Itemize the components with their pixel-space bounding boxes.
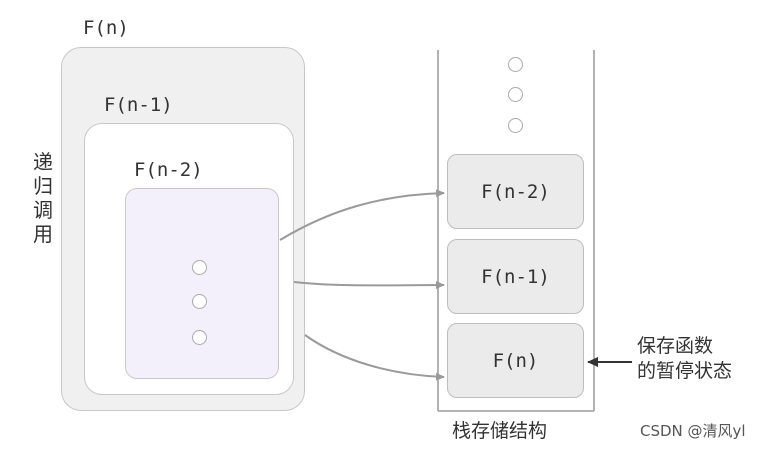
stack-frame-label: F(n-1) — [481, 265, 550, 288]
stack-frame-label: F(n) — [492, 349, 539, 372]
ellipsis-dot — [192, 294, 207, 309]
arrow-to-stack-bottom — [304, 334, 445, 381]
ellipsis-dot — [192, 330, 207, 345]
watermark: CSDN @清风yl — [640, 422, 746, 440]
frame-n-title: F(n) — [83, 17, 129, 39]
frame-n-2-box — [125, 188, 279, 379]
stack-frame-n-2: F(n-2) — [447, 154, 584, 229]
stack-ellipsis-dot — [508, 118, 523, 133]
frame-n-1-title: F(n-1) — [104, 94, 173, 116]
recursion-char: 归 — [33, 174, 53, 198]
recursion-char: 用 — [33, 222, 53, 246]
recursion-call-label: 递 归 调 用 — [31, 150, 55, 246]
ellipsis-dot — [192, 260, 207, 275]
stack-frame-n-1: F(n-1) — [447, 239, 584, 314]
arrow-to-stack-middle — [293, 281, 445, 290]
recursion-char: 递 — [33, 150, 53, 174]
stack-frame-n: F(n) — [447, 323, 584, 398]
recursion-char: 调 — [33, 198, 53, 222]
stack-ellipsis-dot — [508, 87, 523, 102]
stack-caption: 栈存储结构 — [452, 420, 548, 442]
annotation-line-2: 的暂停状态 — [637, 360, 733, 382]
frame-n-2-title: F(n-2) — [134, 159, 203, 181]
stack-frame-label: F(n-2) — [481, 180, 550, 203]
stack-ellipsis-dot — [508, 57, 523, 72]
arrow-to-stack-top — [279, 189, 445, 241]
annotation-line-1: 保存函数 — [637, 335, 714, 357]
